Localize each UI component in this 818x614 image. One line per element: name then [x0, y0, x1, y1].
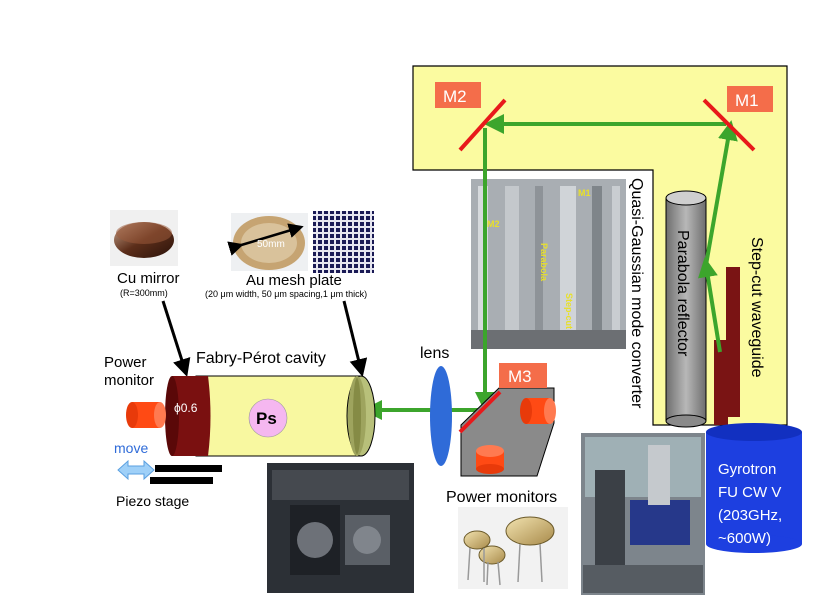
converter-photo: M1 M2 Parabola Step-cut — [471, 179, 626, 349]
power-monitors-photo — [458, 507, 568, 589]
lens — [430, 366, 452, 466]
photo-label-m2: M2 — [487, 219, 500, 229]
piezo-label: Piezo stage — [116, 493, 189, 509]
au-mesh-sub: (20 μm width, 50 μm spacing,1 μm thick) — [205, 289, 367, 299]
m2-label: M2 — [443, 87, 467, 106]
power-monitor-label-2: monitor — [104, 372, 154, 389]
gyrotron-line-4: ~600W) — [718, 530, 771, 547]
step-cut-waveguide: Step-cut waveguide — [714, 237, 765, 425]
power-monitor-label-1: Power — [104, 354, 147, 371]
m1-label: M1 — [735, 91, 759, 110]
au-mesh-label: Au mesh plate — [246, 272, 342, 289]
parabola-reflector: Parabola reflector — [665, 190, 707, 428]
gyrotron-photo — [581, 433, 705, 595]
au-mesh-pointer — [342, 300, 368, 377]
step-cut-label: Step-cut waveguide — [748, 237, 765, 378]
m3-label: M3 — [508, 367, 532, 386]
lens-label: lens — [420, 345, 449, 362]
move-arrow — [117, 459, 155, 481]
fabry-perot-label: Fabry-Pérot cavity — [196, 350, 326, 367]
power-monitors-label: Power monitors — [446, 489, 557, 506]
mesh-size-label: 50mm — [257, 239, 285, 250]
cavity-photo — [267, 463, 414, 593]
mesh-size-arrow — [227, 223, 304, 256]
gyrotron-line-1: Gyrotron — [718, 461, 776, 478]
mirror-m3-assembly: M3 — [458, 363, 556, 477]
converter-label: Quasi-Gaussian mode converter — [628, 178, 645, 409]
fabry-perot-cavity: Ps ϕ0.6 — [165, 375, 376, 457]
photo-label-m1: M1 — [578, 188, 591, 198]
move-label: move — [114, 440, 148, 456]
left-power-monitor — [126, 402, 166, 428]
gyrotron: Gyrotron FU CW V (203GHz, ~600W) — [706, 423, 802, 553]
cu-mirror-photo — [110, 210, 178, 266]
photo-label-stepcut: Step-cut — [564, 293, 574, 329]
mirror-m1: M1 — [702, 86, 773, 152]
gyrotron-line-3: (203GHz, — [718, 507, 782, 524]
gyrotron-line-2: FU CW V — [718, 484, 781, 501]
parabola-label: Parabola reflector — [674, 230, 691, 357]
beam-path — [362, 114, 738, 420]
mirror-m2: M2 — [435, 82, 507, 152]
ps-label: Ps — [256, 409, 277, 428]
piezo-stage — [150, 465, 222, 484]
phi-label: ϕ0.6 — [174, 401, 198, 415]
cu-mirror-label: Cu mirror — [117, 270, 180, 287]
cu-mirror-sub: (R=300mm) — [120, 288, 168, 298]
photo-label-parabola: Parabola — [539, 243, 549, 282]
cu-mirror-pointer — [161, 300, 191, 377]
